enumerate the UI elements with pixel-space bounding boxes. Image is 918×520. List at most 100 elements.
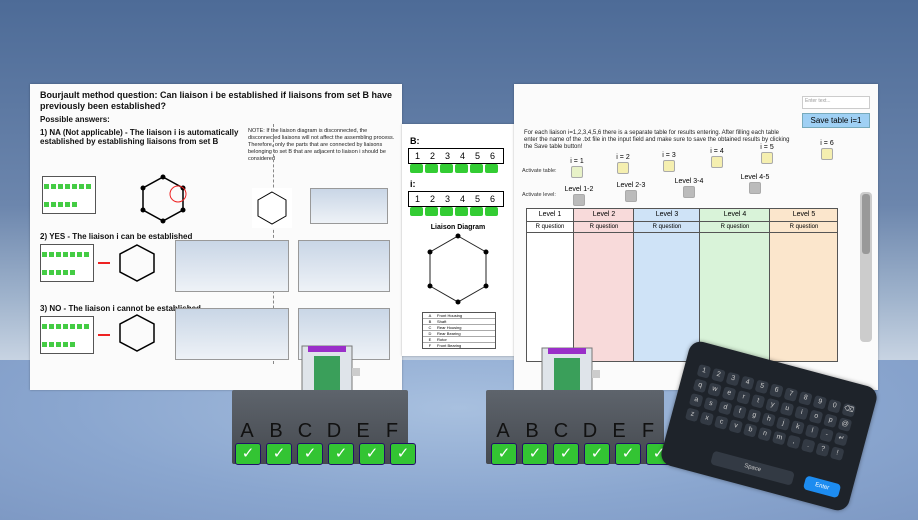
check-icon[interactable]: ✓ (235, 443, 261, 465)
level-toggle-2[interactable]: Level 2-3 (614, 182, 648, 203)
key[interactable]: 5 (754, 379, 770, 395)
key[interactable]: o (808, 409, 824, 425)
checkbox-icon[interactable] (617, 162, 629, 174)
i-toggle[interactable] (485, 207, 498, 216)
i-toggle-row[interactable] (410, 207, 514, 216)
key[interactable]: y (765, 397, 780, 413)
b-toggle[interactable] (425, 164, 438, 173)
key[interactable]: w (707, 382, 722, 398)
key[interactable]: u (779, 401, 795, 417)
checkbox-icon[interactable] (821, 148, 833, 160)
table-scrollbar[interactable] (860, 192, 872, 342)
key[interactable]: 0 (826, 398, 842, 414)
check-icon[interactable]: ✓ (553, 443, 579, 465)
key[interactable]: 6 (769, 383, 784, 399)
checkbox-icon[interactable] (571, 166, 583, 178)
key[interactable]: r (736, 390, 751, 405)
key[interactable]: v (728, 419, 744, 434)
table-toggle-2[interactable]: i = 2 (608, 154, 638, 175)
check-icon[interactable]: ✓ (522, 443, 548, 465)
part-checks-left[interactable]: ✓ ✓ ✓ ✓ ✓ ✓ (234, 443, 417, 465)
key[interactable]: 3 (725, 371, 741, 387)
table-toggle-1[interactable]: i = 1 (562, 158, 592, 179)
b-toggle[interactable] (470, 164, 483, 173)
key[interactable]: n (757, 426, 773, 442)
key[interactable]: d (717, 400, 733, 416)
scrollbar-thumb[interactable] (862, 194, 870, 254)
key[interactable]: a (688, 392, 704, 408)
table-toggle-5[interactable]: i = 5 (752, 144, 782, 165)
enter-key[interactable]: Enter (802, 475, 842, 499)
checkbox-icon[interactable] (663, 160, 675, 172)
key[interactable]: @ (837, 417, 853, 432)
key[interactable]: k (790, 420, 805, 435)
check-icon[interactable]: ✓ (584, 443, 610, 465)
filename-input[interactable]: Enter text... (802, 96, 870, 109)
checkbox-icon[interactable] (761, 152, 773, 164)
key[interactable]: , (786, 434, 802, 450)
key[interactable]: 4 (740, 375, 755, 391)
key[interactable]: - (819, 427, 834, 443)
checkbox-icon[interactable] (683, 186, 695, 198)
b-toggle[interactable] (410, 164, 423, 173)
key[interactable]: s (703, 396, 719, 412)
key[interactable]: x (699, 411, 715, 426)
key[interactable]: j (775, 416, 791, 431)
key[interactable]: ↵ (833, 431, 849, 447)
b-toggle[interactable] (455, 164, 468, 173)
i-toggle[interactable] (425, 207, 438, 216)
key[interactable]: c (713, 415, 729, 430)
save-table-button[interactable]: Save table i=1 (802, 113, 870, 128)
checkbox-icon[interactable] (573, 194, 585, 206)
table-toggle-4[interactable]: i = 4 (702, 148, 732, 169)
key[interactable]: ! (829, 446, 845, 461)
level-toggle-4[interactable]: Level 4-5 (738, 174, 772, 195)
key[interactable]: 7 (783, 387, 799, 402)
table-toggle-3[interactable]: i = 3 (654, 152, 684, 173)
key[interactable]: g (746, 408, 762, 424)
level-toggle-3[interactable]: Level 3-4 (672, 178, 706, 199)
part-letter: A (496, 420, 510, 442)
key[interactable]: b (742, 422, 758, 438)
b-toggle-row[interactable] (410, 164, 514, 173)
check-icon[interactable]: ✓ (359, 443, 385, 465)
level-toggle-1[interactable]: Level 1-2 (562, 186, 596, 207)
key[interactable]: p (823, 413, 838, 429)
key[interactable]: ⌫ (841, 402, 857, 418)
check-icon[interactable]: ✓ (328, 443, 354, 465)
b-toggle[interactable] (485, 164, 498, 173)
check-icon[interactable]: ✓ (491, 443, 517, 465)
checkbox-icon[interactable] (749, 182, 761, 194)
table-toggle-6[interactable]: i = 6 (812, 140, 842, 161)
key[interactable]: q (692, 378, 708, 394)
key[interactable]: 8 (798, 391, 813, 406)
check-icon[interactable]: ✓ (390, 443, 416, 465)
b-toggle[interactable] (440, 164, 453, 173)
i-toggle[interactable] (440, 207, 453, 216)
i-toggle[interactable] (455, 207, 468, 216)
key[interactable]: m (771, 430, 787, 446)
checkbox-icon[interactable] (625, 190, 637, 202)
key[interactable]: h (761, 412, 776, 428)
key[interactable]: f (732, 404, 747, 420)
checkbox-icon[interactable] (711, 156, 723, 168)
key[interactable]: 9 (812, 395, 828, 410)
key[interactable]: l (804, 423, 820, 439)
key[interactable]: t (750, 393, 766, 409)
level-1-column: Level 1 R question (527, 209, 573, 361)
check-icon[interactable]: ✓ (615, 443, 641, 465)
check-icon[interactable]: ✓ (297, 443, 323, 465)
key[interactable]: z (684, 407, 700, 423)
part-letter: B (269, 420, 283, 442)
part-checks-right[interactable]: ✓ ✓ ✓ ✓ ✓ ✓ (490, 443, 673, 465)
key[interactable]: ? (815, 442, 831, 458)
key[interactable]: 1 (696, 363, 712, 379)
key[interactable]: . (800, 438, 816, 454)
key[interactable]: 2 (711, 367, 726, 383)
i-toggle[interactable] (410, 207, 423, 216)
check-icon[interactable]: ✓ (266, 443, 292, 465)
key[interactable]: e (721, 386, 737, 401)
key[interactable]: i (794, 405, 809, 421)
i-toggle[interactable] (470, 207, 483, 216)
